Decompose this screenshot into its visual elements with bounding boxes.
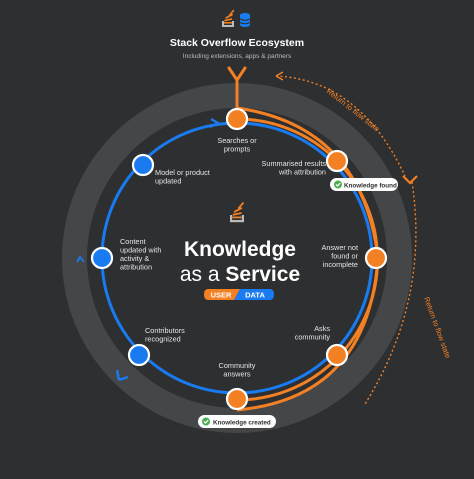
node-label-line: recognized <box>145 335 181 344</box>
node-not-found <box>364 246 388 270</box>
center-title-line1: Knowledge <box>184 238 296 261</box>
node-label-line: community <box>295 333 331 342</box>
node-label-line: Community <box>219 361 256 370</box>
knowledge-created-label: Knowledge created <box>213 420 271 427</box>
user-data-pill: USER DATA <box>204 289 274 300</box>
database-icon <box>239 13 251 27</box>
node-label-line: prompts <box>224 145 251 154</box>
ecosystem-title: Stack Overflow Ecosystem <box>170 37 304 49</box>
return-flow-top-path <box>275 75 406 177</box>
node-label-line: answers <box>223 370 251 379</box>
pill-data-label: DATA <box>245 291 265 300</box>
node-label-line: incomplete <box>323 260 358 269</box>
return-arrow-top-head <box>275 71 284 81</box>
node-label-line: Content <box>120 237 146 246</box>
center-title-prefix: as a <box>180 263 226 286</box>
center-title-emph: Service <box>225 263 300 286</box>
knowledge-created-badge: Knowledge created <box>198 415 276 428</box>
node-label-line: found or <box>331 252 358 261</box>
blue-chevron-left-icon <box>76 255 85 263</box>
node-label-line: updated with <box>120 246 161 255</box>
blue-arrow-bottom-icon <box>115 369 129 382</box>
knowledge-found-badge: Knowledge found <box>330 178 398 191</box>
node-contributors <box>127 343 151 367</box>
node-model-updated <box>131 153 155 177</box>
center-logo-icon <box>230 201 245 223</box>
blue-arrow-top-icon <box>209 117 221 129</box>
inner-disc <box>87 108 387 408</box>
node-community-answers <box>225 387 249 411</box>
node-asks <box>325 343 349 367</box>
pill-user-label: USER <box>211 291 232 300</box>
center-title-line2: as a Service <box>180 263 300 286</box>
node-label-line: Answer not <box>321 243 358 252</box>
node-label-line: attribution <box>120 263 152 272</box>
node-label-line: with attribution <box>278 168 326 177</box>
stack-overflow-logo-icon <box>222 9 235 27</box>
node-label-line: Asks <box>314 324 330 333</box>
node-label-line: Searches or <box>217 136 257 145</box>
return-flow-label-right: Return to flow state <box>422 296 453 360</box>
knowledge-found-label: Knowledge found <box>344 183 397 190</box>
node-content-updated <box>90 246 114 270</box>
node-label-line: updated <box>155 177 181 186</box>
node-searches <box>225 107 249 131</box>
node-label-line: Model or product <box>155 168 210 177</box>
node-label-line: Summarised results <box>262 159 327 168</box>
ecosystem-subtitle: Including extensions, apps & partners <box>183 53 292 60</box>
node-summarised <box>325 149 349 173</box>
top-connector <box>227 66 247 83</box>
return-arrow-right-head <box>402 175 418 185</box>
node-label-line: Contributors <box>145 326 185 335</box>
node-label-line: activity & <box>120 254 149 263</box>
